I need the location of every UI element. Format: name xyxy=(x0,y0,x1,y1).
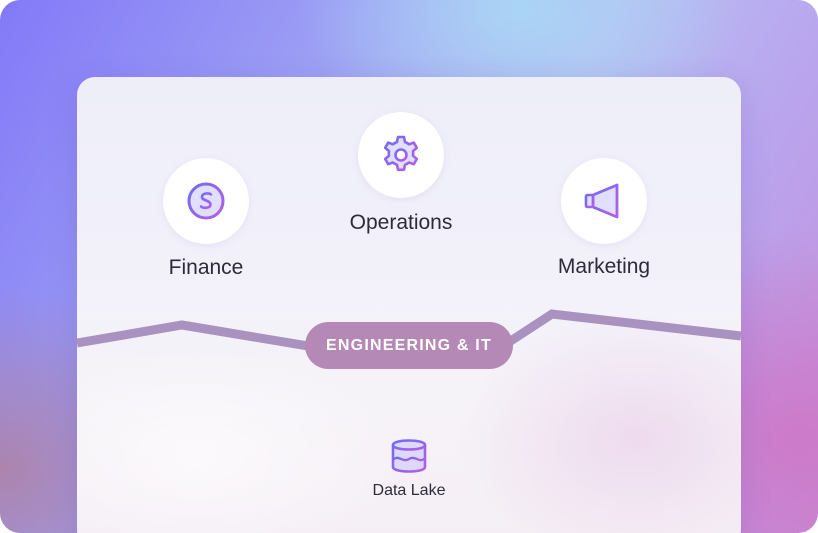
marketing-label: Marketing xyxy=(557,255,651,278)
megaphone-icon xyxy=(584,183,619,219)
operations-label: Operations xyxy=(349,211,453,234)
operations-node xyxy=(358,112,444,198)
dollar-coin-icon xyxy=(187,182,225,220)
engineering-it-band: ENGINEERING & IT xyxy=(305,322,513,369)
marketing-node xyxy=(561,158,647,244)
gear-icon xyxy=(383,135,419,172)
data-lake-label: Data Lake xyxy=(372,482,446,499)
finance-node xyxy=(163,158,249,244)
engineering-it-label: ENGINEERING & IT xyxy=(326,336,492,354)
finance-label: Finance xyxy=(168,256,244,279)
database-icon xyxy=(391,439,427,473)
